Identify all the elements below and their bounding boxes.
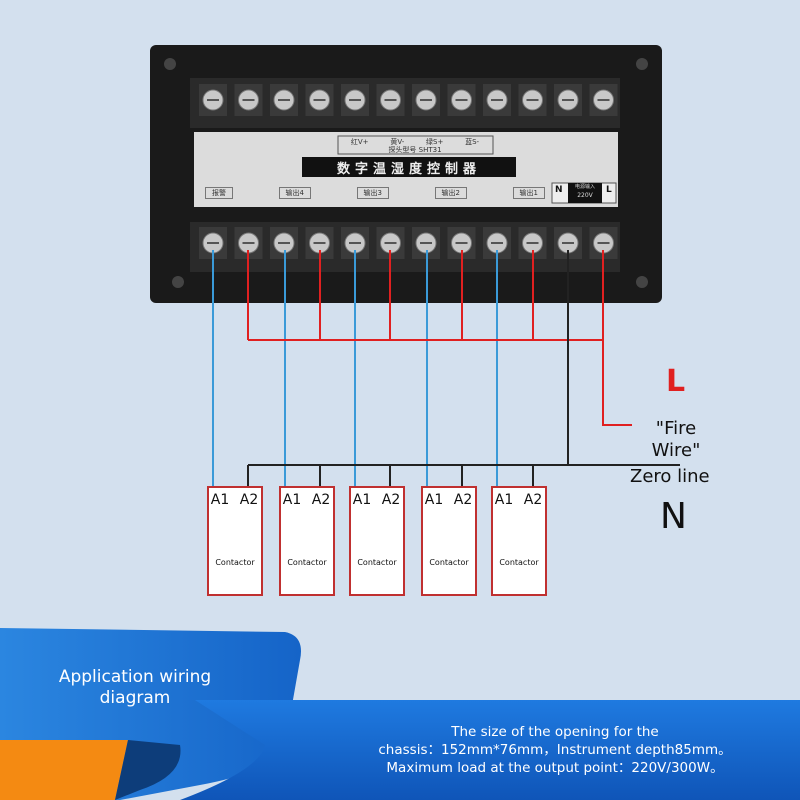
neutral-letter: N xyxy=(660,496,687,537)
spec-line: Maximum load at the output point：220V/30… xyxy=(386,760,724,776)
contactor-terminal-label: A2 xyxy=(524,492,542,508)
fire-wire-label: "Fire Wire" xyxy=(651,418,701,461)
controller-device xyxy=(150,45,662,303)
banner-title: Application wiring diagram xyxy=(30,667,240,709)
contactor-terminal-label: A1 xyxy=(495,492,513,508)
probe-wire-label: 红V+ xyxy=(350,138,369,146)
probe-wire-label: 黄V- xyxy=(390,138,405,146)
spec-line: chassis：152mm*76mm，Instrument depth85mm。 xyxy=(378,742,732,758)
spec-line: The size of the opening for the xyxy=(451,724,659,740)
zero-line-label: Zero line xyxy=(630,466,710,487)
probe-model: 探头型号 SHT31 xyxy=(388,146,442,154)
contactor-label: Contactor xyxy=(287,558,327,567)
spec-text: The size of the opening for the chassis：… xyxy=(330,723,780,777)
contactor-label: Contactor xyxy=(215,558,255,567)
device-title: 数字温湿度控制器 xyxy=(336,162,481,177)
probe-wire-label: 蓝S- xyxy=(465,138,480,146)
contactor-terminal-label: A1 xyxy=(353,492,371,508)
output-label: 输出3 xyxy=(356,187,389,199)
contactor-terminal-label: A1 xyxy=(283,492,301,508)
contactor-terminal-label: A2 xyxy=(382,492,400,508)
live-letter: L xyxy=(666,364,686,399)
output-labels: 报警 输出4 输出3 输出2 输出1 xyxy=(205,187,545,199)
contactor-terminal-label: A2 xyxy=(454,492,472,508)
power-voltage: 220V xyxy=(577,192,593,199)
output-label: 报警 xyxy=(205,187,233,199)
contactor-label: Contactor xyxy=(499,558,539,567)
probe-wire-labels: 红V+ 黄V- 绿S+ 蓝S- xyxy=(340,137,490,147)
contactor-terminal-label: A1 xyxy=(211,492,229,508)
live-feed xyxy=(602,250,632,426)
banner-title-line: Application wiring xyxy=(58,667,212,687)
banner-title-line: diagram xyxy=(99,688,171,708)
output-label: 输出2 xyxy=(434,187,467,199)
contactor-terminal-label: A2 xyxy=(312,492,330,508)
contactor-label: Contactor xyxy=(357,558,397,567)
contactor-terminal-label: A2 xyxy=(240,492,258,508)
power-label: 电源输入 xyxy=(574,184,595,190)
power-n: N xyxy=(555,185,563,195)
contactor-terminal-label: A1 xyxy=(425,492,443,508)
power-l: L xyxy=(606,185,612,195)
output-label: 输出4 xyxy=(278,187,311,199)
probe-wire-label: 绿S+ xyxy=(426,138,444,146)
banner xyxy=(0,628,800,800)
contactor-label: Contactor xyxy=(429,558,469,567)
output-label: 输出1 xyxy=(512,187,545,199)
